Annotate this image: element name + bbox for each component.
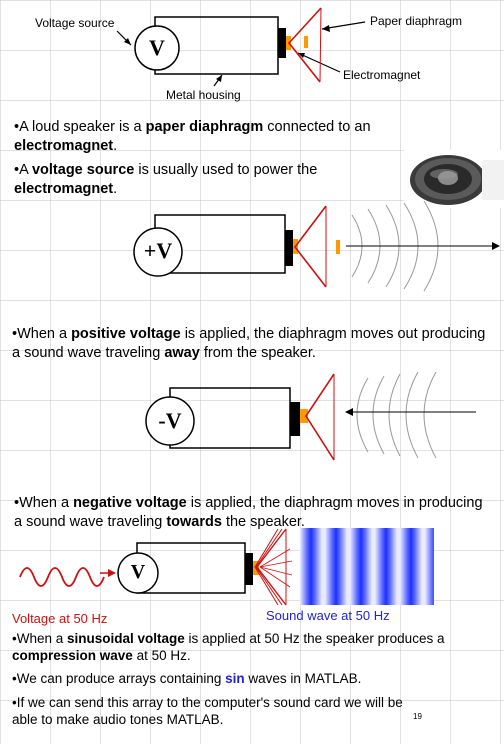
voltage-source-symbol-2: +V <box>143 238 173 263</box>
sound-wave-50hz-label: Sound wave at 50 Hz <box>266 608 390 623</box>
bullet-paragraph-3: •When a positive voltage is applied, the… <box>12 326 486 361</box>
bullet-paragraph-2: •A voltage source is usually used to pow… <box>14 162 318 197</box>
voltage-source-symbol-3: -V <box>158 408 182 433</box>
bullet-paragraph-1: •A loud speaker is a paper diaphragm con… <box>14 119 371 154</box>
speaker-diagram-sinusoidal <box>19 528 293 606</box>
speaker-diagram-basic <box>116 7 366 87</box>
speaker-diagram-negative <box>145 371 476 461</box>
bullet-paragraph-5: •When a sinusoidal voltage is applied at… <box>12 631 445 663</box>
page-number: 19 <box>413 712 422 721</box>
bullet-paragraph-7: •If we can send this array to the comput… <box>12 695 403 727</box>
voltage-source-symbol-4: V <box>130 561 146 583</box>
voltage-50hz-label: Voltage at 50 Hz <box>12 611 108 626</box>
bullet-paragraph-6: •We can produce arrays containing sin wa… <box>12 671 362 686</box>
voltage-source-symbol-1: V <box>149 35 165 60</box>
speaker-diagram-positive <box>133 200 500 292</box>
